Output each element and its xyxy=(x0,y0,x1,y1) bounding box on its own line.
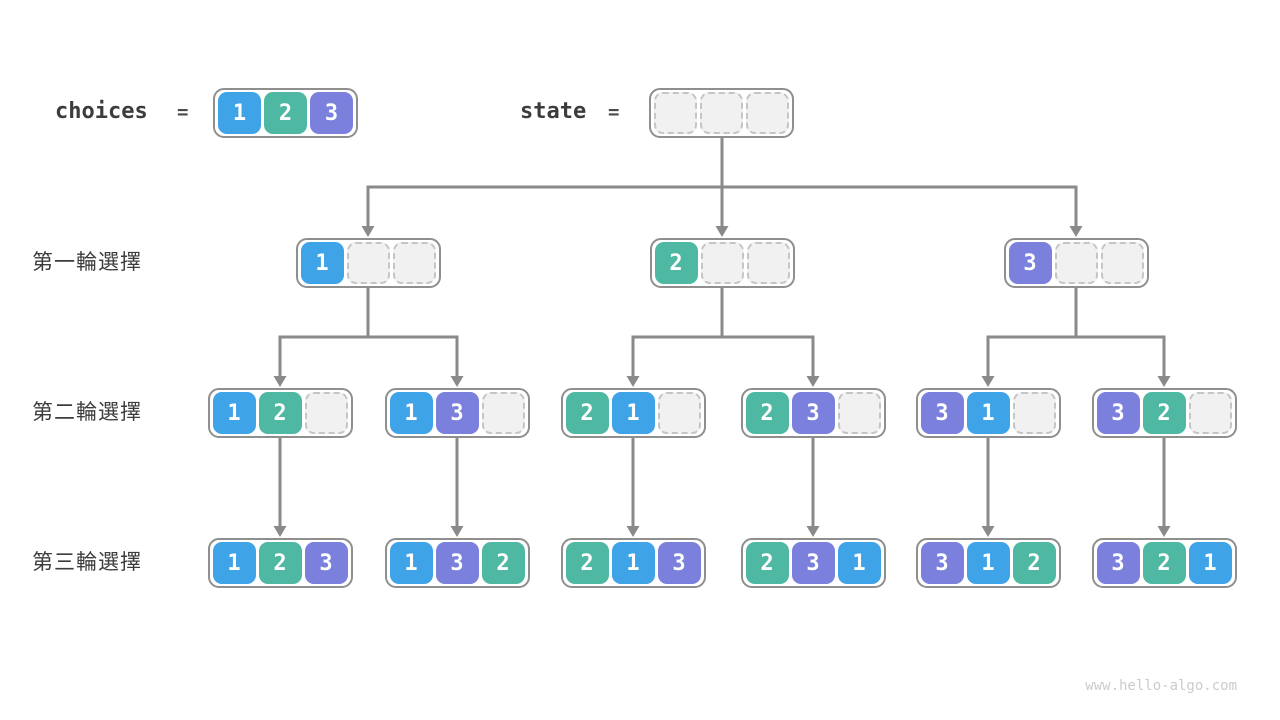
arrowhead-icon xyxy=(981,526,995,537)
value-cell: 2 xyxy=(745,542,789,584)
value-cell: 1 xyxy=(389,542,433,584)
value-cell: 1 xyxy=(218,92,261,134)
value-cell: 3 xyxy=(1096,392,1140,434)
state-node: 2 xyxy=(649,238,795,288)
empty-cell xyxy=(657,392,701,434)
arrowhead-icon xyxy=(626,526,640,537)
empty-cell xyxy=(1012,392,1056,434)
empty-cell xyxy=(1100,242,1144,284)
empty-cell xyxy=(700,242,744,284)
equals-sign: = xyxy=(608,101,620,123)
arrowhead-icon xyxy=(806,376,820,387)
value-cell: 3 xyxy=(791,392,835,434)
value-cell: 2 xyxy=(745,392,789,434)
arrowhead-icon xyxy=(715,226,729,237)
value-cell: 3 xyxy=(304,542,348,584)
arrowhead-icon xyxy=(273,376,287,387)
arrowhead-icon xyxy=(806,526,820,537)
row-label-round-3: 第三輪選擇 xyxy=(32,551,142,574)
arrowhead-icon xyxy=(450,526,464,537)
value-cell: 3 xyxy=(920,392,964,434)
value-cell: 2 xyxy=(1012,542,1056,584)
empty-cell xyxy=(1054,242,1098,284)
empty-cell xyxy=(700,92,743,134)
value-cell: 2 xyxy=(258,542,302,584)
arrowhead-icon xyxy=(1157,526,1171,537)
value-cell: 3 xyxy=(435,392,479,434)
empty-cell xyxy=(481,392,525,434)
value-cell: 3 xyxy=(310,92,353,134)
state-array xyxy=(649,88,794,138)
arrowhead-icon xyxy=(450,376,464,387)
value-cell: 2 xyxy=(1142,392,1186,434)
value-cell: 1 xyxy=(966,392,1010,434)
equals-sign: = xyxy=(177,101,189,123)
empty-cell xyxy=(654,92,697,134)
value-cell: 1 xyxy=(212,392,256,434)
empty-cell xyxy=(746,92,789,134)
choices-label: choices xyxy=(55,99,148,124)
value-cell: 1 xyxy=(212,542,256,584)
value-cell: 1 xyxy=(389,392,433,434)
watermark: www.hello-algo.com xyxy=(1085,678,1237,694)
arrowhead-icon xyxy=(1157,376,1171,387)
value-cell: 2 xyxy=(481,542,525,584)
state-label: state xyxy=(520,99,587,124)
value-cell: 2 xyxy=(258,392,302,434)
empty-cell xyxy=(346,242,390,284)
value-cell: 1 xyxy=(837,542,881,584)
row-label-round-2: 第二輪選擇 xyxy=(32,401,142,424)
value-cell: 2 xyxy=(264,92,307,134)
state-node: 3 xyxy=(1003,238,1149,288)
value-cell: 2 xyxy=(654,242,698,284)
value-cell: 1 xyxy=(611,392,655,434)
arrowhead-icon xyxy=(361,226,375,237)
value-cell: 3 xyxy=(1096,542,1140,584)
arrowhead-icon xyxy=(1069,226,1083,237)
arrowhead-icon xyxy=(273,526,287,537)
empty-cell xyxy=(746,242,790,284)
value-cell: 3 xyxy=(920,542,964,584)
value-cell: 1 xyxy=(1188,542,1232,584)
value-cell: 2 xyxy=(565,542,609,584)
empty-cell xyxy=(1188,392,1232,434)
value-cell: 3 xyxy=(1008,242,1052,284)
value-cell: 3 xyxy=(791,542,835,584)
value-cell: 3 xyxy=(657,542,701,584)
empty-cell xyxy=(837,392,881,434)
value-cell: 1 xyxy=(300,242,344,284)
value-cell: 3 xyxy=(435,542,479,584)
arrowhead-icon xyxy=(626,376,640,387)
empty-cell xyxy=(304,392,348,434)
row-label-round-1: 第一輪選擇 xyxy=(32,251,142,274)
arrowhead-icon xyxy=(981,376,995,387)
value-cell: 2 xyxy=(1142,542,1186,584)
value-cell: 1 xyxy=(966,542,1010,584)
value-cell: 1 xyxy=(611,542,655,584)
empty-cell xyxy=(392,242,436,284)
value-cell: 2 xyxy=(565,392,609,434)
state-node: 1 xyxy=(295,238,441,288)
